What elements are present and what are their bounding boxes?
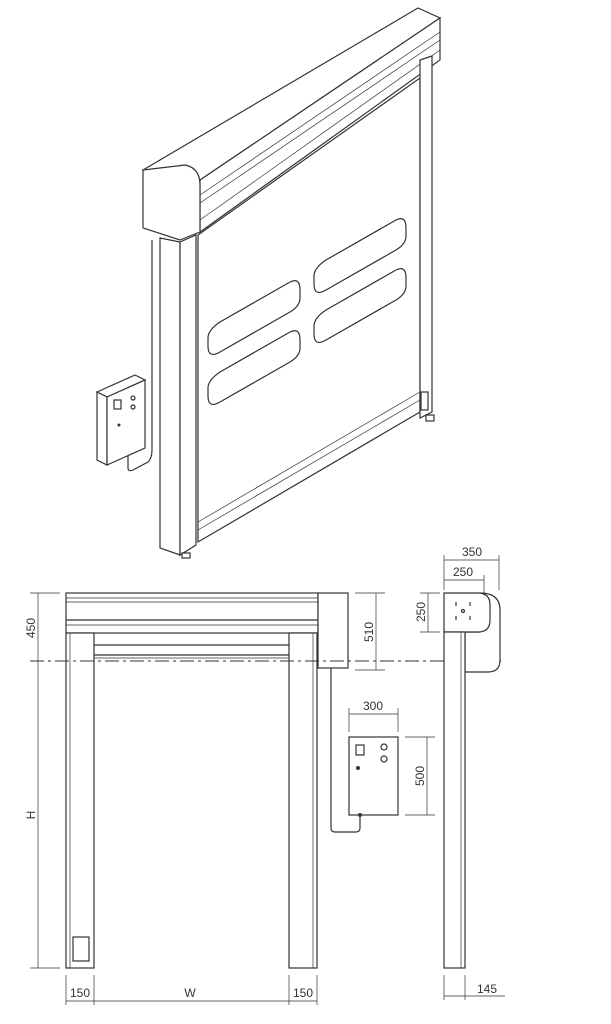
side-view: 350 250 250 145 [414, 545, 505, 1000]
left-post-side [179, 234, 197, 557]
dim-250-depth: 250 [453, 565, 473, 579]
control-box-iso [95, 240, 153, 472]
dim-w: W [184, 986, 196, 1000]
dim-500: 500 [413, 766, 427, 786]
left-post [65, 632, 95, 969]
dim-250-height: 250 [414, 602, 428, 622]
dim-145: 145 [477, 982, 497, 996]
motor-box [317, 592, 349, 669]
dim-150-left: 150 [70, 986, 90, 1000]
side-post [443, 631, 466, 969]
left-post-front [159, 237, 181, 556]
control-box [348, 736, 399, 816]
sensor-box [72, 936, 90, 962]
right-post [288, 632, 318, 969]
dim-150-right: 150 [293, 986, 313, 1000]
dim-350: 350 [462, 545, 482, 559]
dim-510: 510 [362, 622, 376, 642]
header-end-cap [142, 164, 201, 241]
right-post [419, 55, 433, 419]
isometric-view [95, 7, 442, 559]
dim-300: 300 [363, 699, 383, 713]
front-view: 450 H 510 150 W 150 300 500 [24, 592, 505, 1005]
dim-h: H [24, 811, 38, 820]
header-box [65, 592, 319, 634]
side-header [443, 592, 491, 633]
dim-450: 450 [24, 618, 38, 638]
curtain-windows [207, 218, 407, 406]
